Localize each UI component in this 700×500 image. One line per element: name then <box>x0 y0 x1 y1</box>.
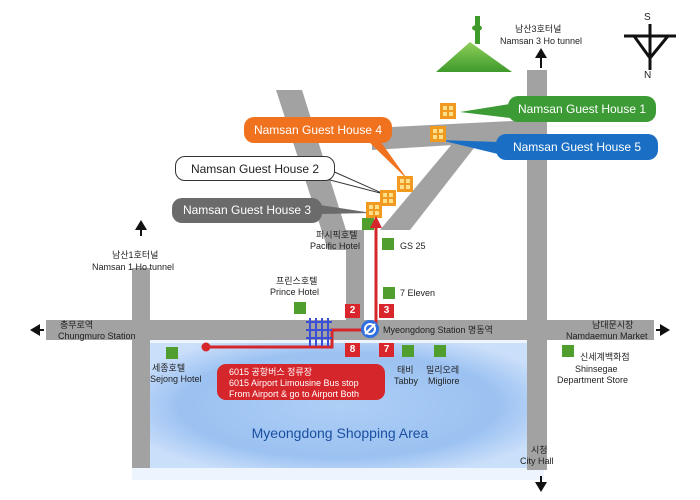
exit-7-badge: 7 <box>379 343 394 357</box>
chungmuro-ko: 충무로역 <box>60 320 94 330</box>
bus-stop-line2: 6015 Airport Limousine Bus stop <box>229 378 359 388</box>
compass-north: N <box>644 70 652 81</box>
myeongdong-station-label: Myeongdong Station 명동역 <box>383 325 493 335</box>
compass <box>624 24 676 70</box>
guest-house-4-label: Namsan Guest House 4 <box>244 117 392 143</box>
city-hall-en: City Hall <box>520 456 554 466</box>
pacific-hotel-ko: 퍼시픽호텔 <box>316 230 358 240</box>
migliore-en: Migliore <box>428 376 460 386</box>
shinsegae-ko: 신세계백화점 <box>580 352 630 362</box>
road-right-vertical <box>527 70 547 470</box>
tunnel1-en: Namsan 1 Ho tunnel <box>92 262 175 272</box>
city-hall-ko: 시청 <box>531 445 548 455</box>
road-diagonal <box>380 125 492 230</box>
tunnel3-ko: 남산3호터널 <box>515 24 562 34</box>
bus-stop-line3: From Airport & go to Airport Both <box>229 389 360 399</box>
road-left-vertical <box>132 268 150 468</box>
exit-3-badge: 3 <box>379 304 394 318</box>
seven-eleven-label: 7 Eleven <box>400 288 436 298</box>
tunnel3-en: Namsan 3 Ho tunnel <box>500 36 583 46</box>
shinsegae-en2: Department Store <box>557 375 629 385</box>
bus-stop-line1: 6015 공항버스 정류장 <box>229 367 312 377</box>
shopping-area <box>150 343 528 468</box>
pacific-hotel-en: Pacific Hotel <box>310 241 361 251</box>
shinsegae-en1: Shinsegae <box>575 364 618 374</box>
shopping-area-glow <box>132 335 544 480</box>
guest-house-3-label: Namsan Guest House 3 <box>172 198 322 223</box>
guest-house-buildings <box>366 103 456 218</box>
shopping-area-label: Myeongdong Shopping Area <box>251 425 429 441</box>
namdaemun-en: Namdaemun Market <box>566 331 648 341</box>
chungmuro-en: Chungmuro Station <box>58 331 136 341</box>
compass-south: S <box>644 12 651 23</box>
prince-hotel-ko: 프린스호텔 <box>276 276 318 286</box>
sejong-hotel-en: Sejong Hotel <box>150 374 202 384</box>
landmark-markers <box>166 218 574 359</box>
callout-pointers <box>320 104 510 214</box>
bus-stop-callout: 6015 공항버스 정류장 6015 Airport Limousine Bus… <box>217 364 385 400</box>
migliore-ko: 밀리오레 <box>426 365 460 375</box>
crosswalk <box>306 318 332 346</box>
exit-2-badge: 2 <box>345 304 360 318</box>
prince-hotel-en: Prince Hotel <box>270 287 320 297</box>
tunnel1-ko: 남산1호터널 <box>112 250 159 260</box>
direction-arrows <box>30 48 670 492</box>
guest-house-2-label: Namsan Guest House 2 <box>175 156 335 181</box>
tabby-ko: 태비 <box>397 365 414 375</box>
exit-8-badge: 8 <box>345 343 360 357</box>
namsan-mountain <box>436 16 512 72</box>
guest-house-5-label: Namsan Guest House 5 <box>496 134 658 160</box>
metro-icon <box>361 320 379 338</box>
gs25-label: GS 25 <box>400 241 426 251</box>
guest-house-1-label: Namsan Guest House 1 <box>508 96 656 122</box>
tabby-en: Tabby <box>394 376 419 386</box>
namdaemun-ko: 남대문시장 <box>592 320 634 330</box>
sejong-hotel-ko: 세종호텔 <box>152 363 186 373</box>
